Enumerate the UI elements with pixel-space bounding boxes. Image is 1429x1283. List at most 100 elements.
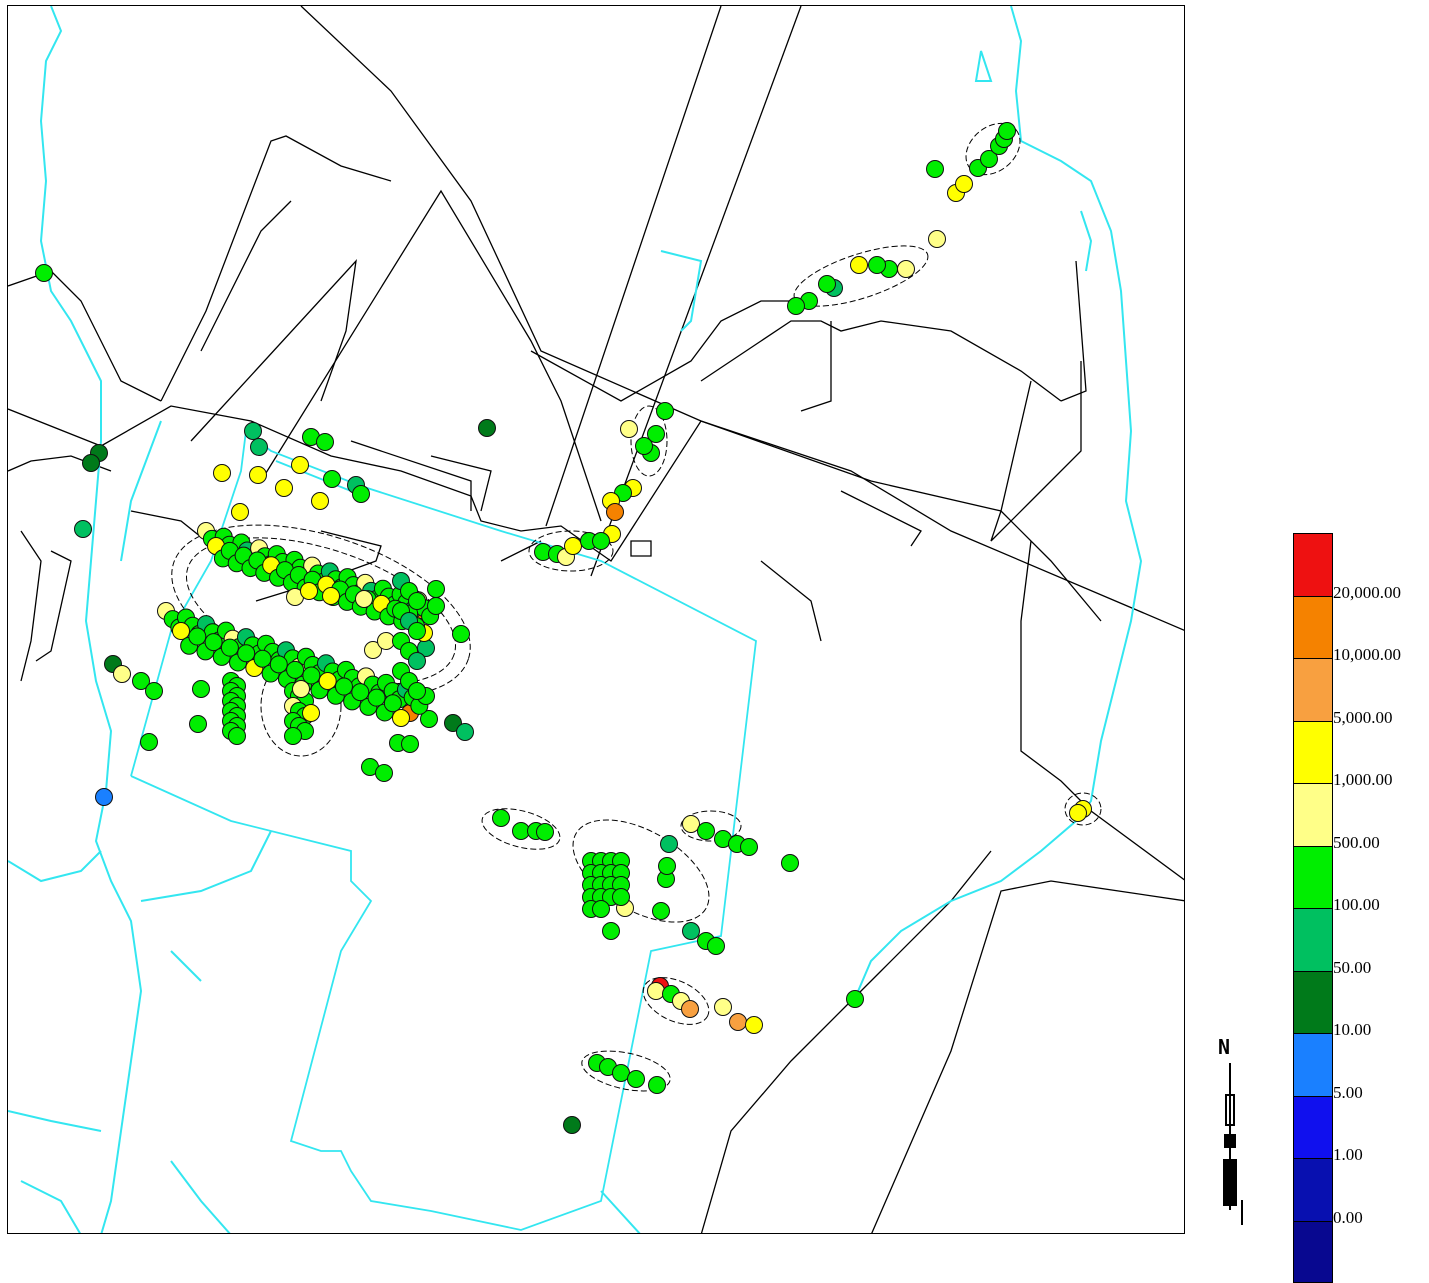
sample-point[interactable]: [682, 1001, 699, 1018]
sample-point[interactable]: [565, 538, 582, 555]
sample-point[interactable]: [479, 420, 496, 437]
sample-point[interactable]: [746, 1017, 763, 1034]
sample-point[interactable]: [317, 434, 334, 451]
sample-point[interactable]: [428, 598, 445, 615]
sample-point[interactable]: [324, 471, 341, 488]
sample-point[interactable]: [636, 438, 653, 455]
sample-point[interactable]: [659, 858, 676, 875]
sample-point[interactable]: [378, 633, 395, 650]
sample-point[interactable]: [628, 1071, 645, 1088]
sample-point[interactable]: [238, 645, 255, 662]
sample-point[interactable]: [335, 678, 352, 695]
sample-point[interactable]: [661, 836, 678, 853]
sample-point[interactable]: [376, 765, 393, 782]
sample-point[interactable]: [613, 889, 630, 906]
sample-point[interactable]: [303, 705, 320, 722]
sample-point[interactable]: [409, 653, 426, 670]
sample-point[interactable]: [956, 176, 973, 193]
sample-point[interactable]: [428, 581, 445, 598]
sample-point[interactable]: [409, 623, 426, 640]
sample-point[interactable]: [245, 423, 262, 440]
sample-point[interactable]: [607, 504, 624, 521]
sample-point[interactable]: [453, 626, 470, 643]
sample-point[interactable]: [190, 716, 207, 733]
sample-point[interactable]: [146, 683, 163, 700]
sample-point[interactable]: [221, 639, 238, 656]
sample-point[interactable]: [193, 681, 210, 698]
sample-point[interactable]: [75, 521, 92, 538]
sample-point[interactable]: [929, 231, 946, 248]
sample-point[interactable]: [232, 504, 249, 521]
sample-point[interactable]: [114, 666, 131, 683]
sample-point[interactable]: [657, 403, 674, 420]
sample-point[interactable]: [301, 583, 318, 600]
sample-point[interactable]: [189, 628, 206, 645]
sample-points[interactable]: [36, 123, 1092, 1134]
sample-point[interactable]: [36, 265, 53, 282]
sample-point[interactable]: [730, 1014, 747, 1031]
sample-point[interactable]: [402, 736, 419, 753]
legend-swatch: [1293, 1221, 1333, 1283]
sample-point[interactable]: [285, 728, 302, 745]
sample-point[interactable]: [214, 465, 231, 482]
sample-point[interactable]: [352, 684, 369, 701]
sample-point[interactable]: [457, 724, 474, 741]
sample-point[interactable]: [409, 593, 426, 610]
sample-point[interactable]: [999, 123, 1016, 140]
sample-point[interactable]: [251, 439, 268, 456]
sample-point[interactable]: [353, 486, 370, 503]
sample-point[interactable]: [229, 728, 246, 745]
sample-point[interactable]: [141, 734, 158, 751]
map-frame[interactable]: [7, 5, 1185, 1234]
sample-point[interactable]: [287, 661, 304, 678]
sample-point[interactable]: [537, 824, 554, 841]
sample-point[interactable]: [83, 455, 100, 472]
sample-point[interactable]: [276, 480, 293, 497]
sample-point[interactable]: [368, 689, 385, 706]
sample-point[interactable]: [205, 634, 222, 651]
sample-point[interactable]: [513, 823, 530, 840]
sample-point[interactable]: [847, 991, 864, 1008]
sample-point[interactable]: [393, 710, 410, 727]
map-canvas[interactable]: [8, 6, 1185, 1234]
sample-point[interactable]: [593, 533, 610, 550]
sample-point[interactable]: [493, 810, 510, 827]
sample-point[interactable]: [1070, 805, 1087, 822]
sample-point[interactable]: [293, 681, 310, 698]
sample-point[interactable]: [653, 903, 670, 920]
sample-point[interactable]: [319, 673, 336, 690]
sample-point[interactable]: [698, 823, 715, 840]
sample-point[interactable]: [788, 298, 805, 315]
sample-point[interactable]: [927, 161, 944, 178]
sample-point[interactable]: [173, 623, 190, 640]
sample-point[interactable]: [851, 257, 868, 274]
sample-point[interactable]: [254, 650, 271, 667]
sample-point[interactable]: [96, 789, 113, 806]
sample-point[interactable]: [384, 695, 401, 712]
sample-point[interactable]: [741, 839, 758, 856]
sample-point[interactable]: [708, 938, 725, 955]
sample-point[interactable]: [782, 855, 799, 872]
sample-point[interactable]: [564, 1117, 581, 1134]
sample-point[interactable]: [869, 257, 886, 274]
sample-point[interactable]: [323, 588, 340, 605]
sample-point[interactable]: [621, 421, 638, 438]
sample-point[interactable]: [648, 983, 665, 1000]
sample-point[interactable]: [312, 493, 329, 510]
legend-swatch: [1293, 846, 1333, 909]
sample-point[interactable]: [683, 923, 700, 940]
sample-point[interactable]: [649, 1077, 666, 1094]
sample-point[interactable]: [603, 923, 620, 940]
sample-point[interactable]: [593, 901, 610, 918]
road: [261, 191, 601, 521]
sample-point[interactable]: [819, 276, 836, 293]
sample-point[interactable]: [898, 261, 915, 278]
sample-point[interactable]: [613, 1065, 630, 1082]
sample-point[interactable]: [292, 457, 309, 474]
sample-point[interactable]: [270, 656, 287, 673]
sample-point[interactable]: [683, 816, 700, 833]
sample-point[interactable]: [250, 467, 267, 484]
sample-point[interactable]: [356, 591, 373, 608]
sample-point[interactable]: [715, 999, 732, 1016]
sample-point[interactable]: [409, 683, 426, 700]
